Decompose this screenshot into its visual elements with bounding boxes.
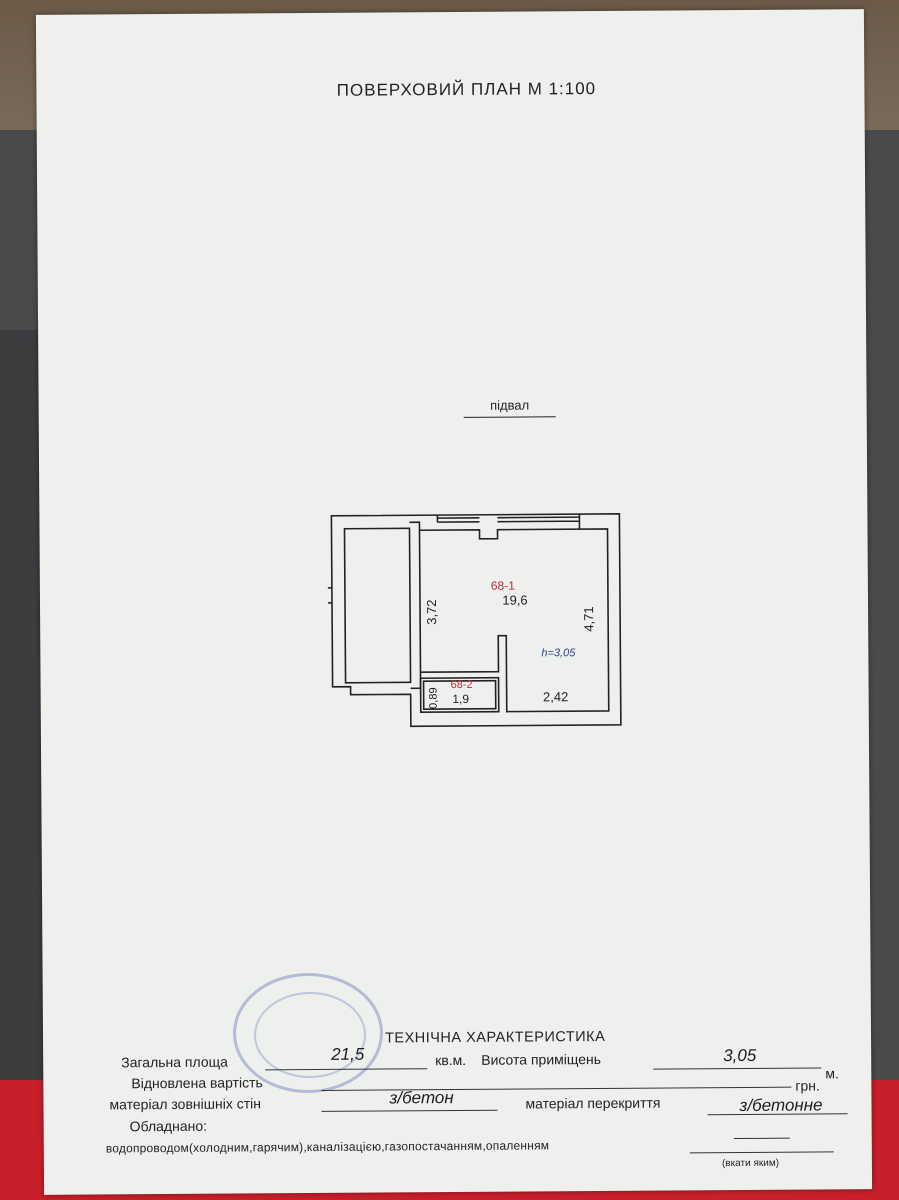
total-area-value: 21,5 — [331, 1044, 365, 1064]
dimension-small: 0,89 — [428, 687, 440, 709]
document-sheet: ПОВЕРХОВИЙ ПЛАН М 1:100 підвал 3,72 4,71… — [35, 9, 873, 1195]
equipped-label: Обладнано: — [129, 1117, 208, 1135]
total-area-label: Загальна площа — [121, 1053, 228, 1071]
area-unit: кв.м. — [435, 1051, 467, 1069]
dimension-left: 3,72 — [424, 599, 439, 624]
room1-area: 19,6 — [502, 592, 527, 607]
dimension-right: 4,71 — [581, 606, 596, 631]
seal-stamp-inner — [253, 991, 367, 1079]
height-label: Висота приміщень — [481, 1050, 602, 1068]
cost-unit: грн. — [795, 1077, 820, 1094]
dimension-bottom: 2,42 — [543, 689, 568, 704]
room2-id: 68-2 — [451, 679, 473, 691]
room1-id: 68-1 — [491, 579, 515, 593]
height-note: h=3,05 — [541, 647, 576, 659]
ceiling-value: з/бетонне — [739, 1095, 823, 1116]
walls-label: матеріал зовнішніх стін — [109, 1095, 261, 1113]
cost-label: Відновлена вартість — [131, 1074, 263, 1092]
height-value: 3,05 — [723, 1045, 757, 1066]
ceiling-label: матеріал перекриття — [525, 1094, 661, 1112]
tech-title: ТЕХНІЧНА ХАРАКТЕРИСТИКА — [384, 1028, 606, 1047]
walls-value: з/бетон — [389, 1088, 454, 1108]
room2-area: 1,9 — [452, 692, 469, 706]
plan-walls — [327, 513, 622, 728]
floor-plan: 3,72 4,71 0,89 68-1 19,6 68-2 1,9 2,42 h… — [327, 513, 622, 728]
equipment-note: (вкати яким) — [721, 1157, 780, 1170]
height-unit: м. — [825, 1065, 839, 1082]
